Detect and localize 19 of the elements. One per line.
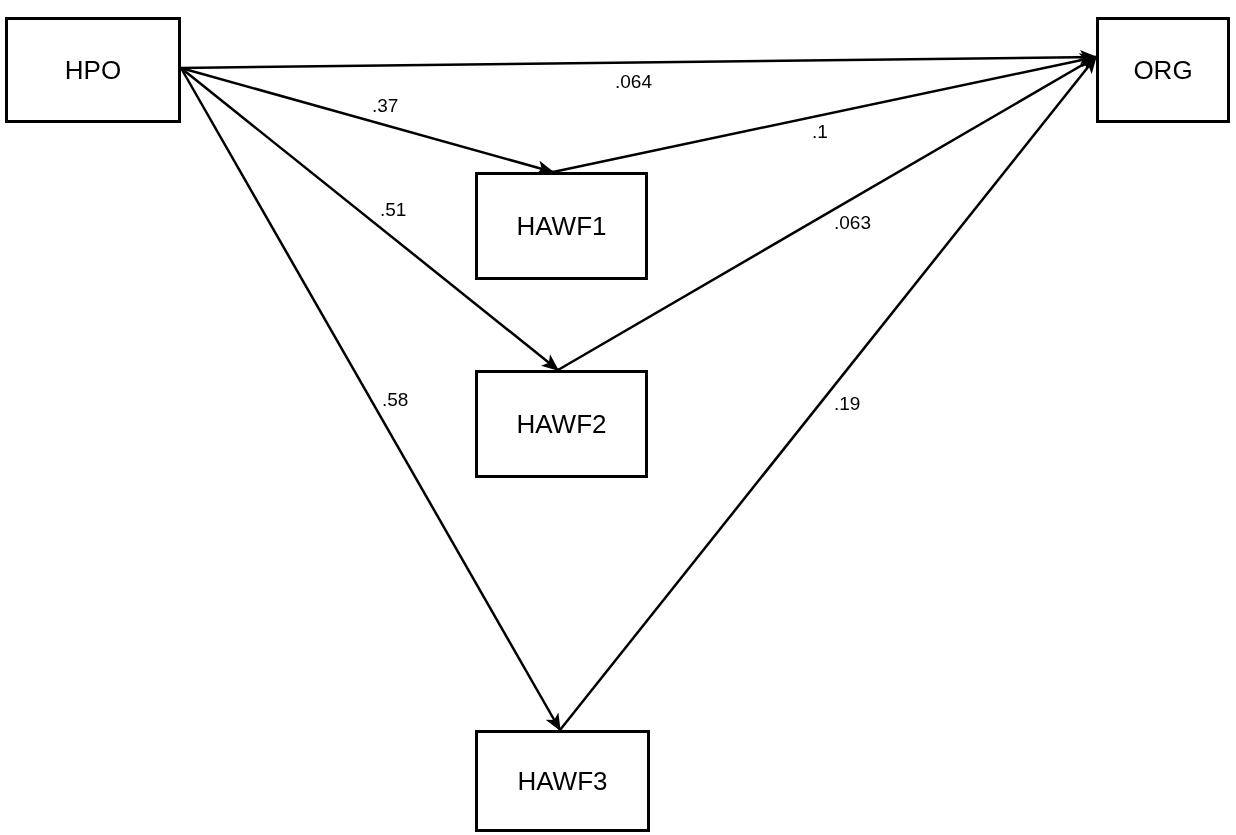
variable-name: HAWF3 [517, 764, 608, 798]
arrow [180, 67, 560, 371]
variable-box [1096, 17, 1230, 123]
variable-box [475, 172, 648, 280]
variable-name: HPO [64, 53, 122, 87]
edge-label: .1 [812, 122, 828, 141]
edge-label: .51 [380, 200, 407, 219]
variable-box [475, 370, 648, 478]
edge-label: .063 [834, 213, 871, 232]
edge-label: .58 [382, 390, 409, 409]
variable-name: HAWF1 [516, 209, 607, 243]
variable-box [5, 17, 181, 123]
variable-name: HAWF2 [516, 407, 607, 441]
edge-label: .064 [615, 72, 652, 91]
arrow [179, 67, 562, 732]
variable-box [475, 730, 650, 832]
variable-name: ORG [1133, 53, 1193, 87]
edge-label: .19 [834, 394, 861, 413]
edge-label: .37 [372, 96, 399, 115]
